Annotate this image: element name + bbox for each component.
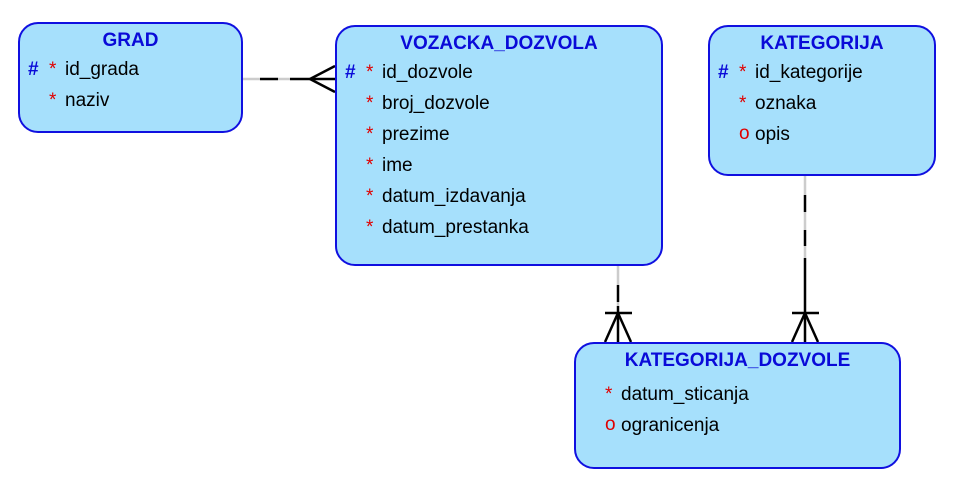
optional-marker: o (605, 414, 616, 435)
attribute-row: * datum_izdavanja (337, 184, 661, 215)
mandatory-marker: * (49, 90, 57, 111)
mandatory-marker: * (605, 384, 613, 405)
mandatory-marker: * (49, 59, 57, 80)
mandatory-marker: * (366, 217, 374, 238)
attribute-name: prezime (382, 124, 450, 145)
attribute-name: oznaka (755, 93, 817, 114)
mandatory-marker: * (366, 93, 374, 114)
attribute-row: * broj_dozvole (337, 91, 661, 122)
pk-marker: # (28, 59, 39, 80)
relation-kategorija-katdozvole (790, 175, 820, 343)
attribute-name: ogranicenja (621, 415, 720, 436)
entity-grad[interactable]: GRAD # * id_grada * naziv (18, 22, 243, 133)
attribute-row: * prezime (337, 122, 661, 153)
relation-grad-vozacka (242, 64, 336, 94)
pk-marker: # (345, 62, 356, 83)
mandatory-marker: * (366, 62, 374, 83)
mandatory-marker: * (366, 155, 374, 176)
attribute-name: broj_dozvole (382, 93, 490, 114)
attribute-name: datum_sticanja (621, 384, 749, 405)
attribute-row: * oznaka (710, 91, 934, 122)
mandatory-marker: * (366, 186, 374, 207)
attribute-name: id_dozvole (382, 62, 473, 83)
optional-marker: o (739, 123, 750, 144)
attribute-row: # * id_kategorije (710, 60, 934, 91)
pk-marker: # (718, 62, 729, 83)
attribute-name: opis (755, 124, 790, 145)
attribute-name: id_grada (65, 59, 139, 80)
attribute-row: * ime (337, 153, 661, 184)
attribute-row: # * id_grada (20, 57, 241, 88)
entity-title: KATEGORIJA_DOZVOLE (624, 350, 851, 371)
attribute-row: * datum_sticanja (576, 382, 899, 413)
attribute-name: naziv (65, 90, 110, 111)
attribute-name: ime (382, 155, 413, 176)
attribute-row: # * id_dozvole (337, 60, 661, 91)
mandatory-marker: * (739, 93, 747, 114)
attribute-name: datum_izdavanja (382, 186, 526, 207)
entity-title: VOZACKA_DOZVOLA (400, 33, 598, 54)
attribute-name: id_kategorije (755, 62, 863, 83)
entity-title: KATEGORIJA (760, 33, 884, 54)
entity-title: GRAD (102, 30, 159, 51)
attribute-name: datum_prestanka (382, 217, 529, 238)
relation-vozacka-katdozvole (603, 265, 633, 343)
mandatory-marker: * (739, 62, 747, 83)
entity-vozacka-dozvola[interactable]: VOZACKA_DOZVOLA # * id_dozvole * broj_dozvo… (335, 25, 663, 266)
mandatory-marker: * (366, 124, 374, 145)
attribute-row: * naziv (20, 88, 241, 119)
attribute-row: * datum_prestanka (337, 215, 661, 246)
